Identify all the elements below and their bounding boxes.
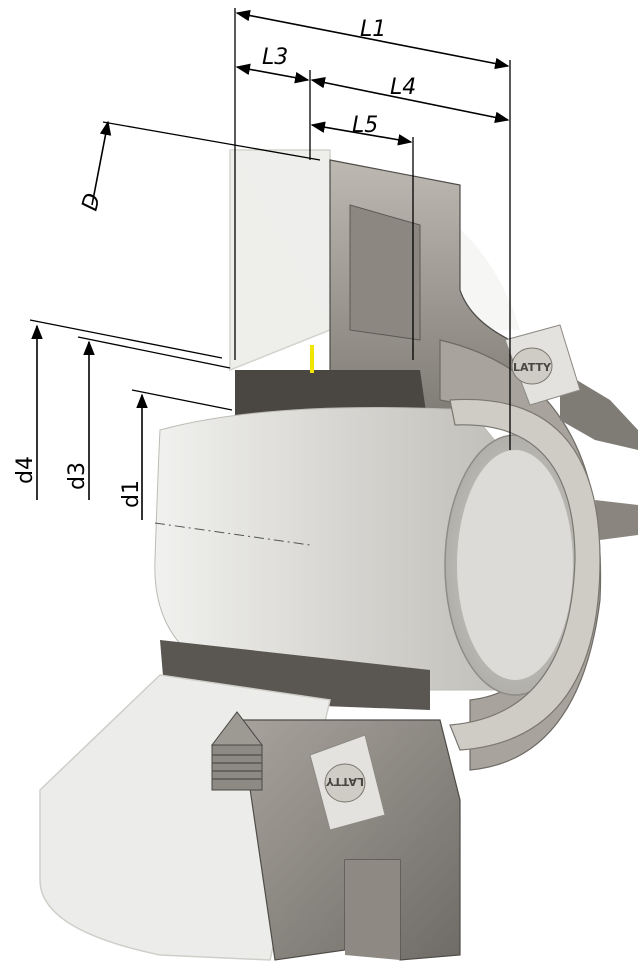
- shaft-end-inner: [457, 450, 573, 680]
- center-line: [154, 522, 311, 546]
- logo-badge-upper: [511, 347, 553, 385]
- dimension-annotations: L1 L3 L4 L5 D d4 d3 d1: [13, 8, 511, 520]
- label-L3: L3: [262, 45, 288, 70]
- dim-line-D: [91, 120, 112, 206]
- label-L4: L4: [390, 75, 416, 100]
- set-screw-tip: [210, 711, 264, 746]
- dim-line-L5: [310, 121, 413, 146]
- logo-text-upper: LATTY: [513, 361, 552, 374]
- label-L1: L1: [360, 17, 386, 42]
- logo-badge-lower: [324, 763, 366, 803]
- clamp-ring: [449, 398, 601, 751]
- seal-artwork: LATTY LATTY: [39, 149, 638, 961]
- gland-slot: [349, 204, 421, 341]
- set-screw: [211, 744, 263, 791]
- dim-line-L1: [235, 9, 510, 70]
- dim-line-L4: [310, 76, 510, 124]
- label-L5: L5: [352, 113, 378, 138]
- screw-threads: [212, 754, 262, 780]
- label-d3: d3: [65, 462, 90, 490]
- label-d4: d4: [13, 456, 38, 484]
- logo-text-lower: LATTY: [325, 775, 364, 788]
- label-D: D: [78, 191, 107, 214]
- flange-tab-lower: [595, 500, 638, 540]
- label-d1: d1: [119, 480, 144, 508]
- yellow-marker-top: [310, 345, 314, 373]
- gland-bottom-slot: [345, 860, 400, 960]
- dim-line-L3: [235, 63, 310, 84]
